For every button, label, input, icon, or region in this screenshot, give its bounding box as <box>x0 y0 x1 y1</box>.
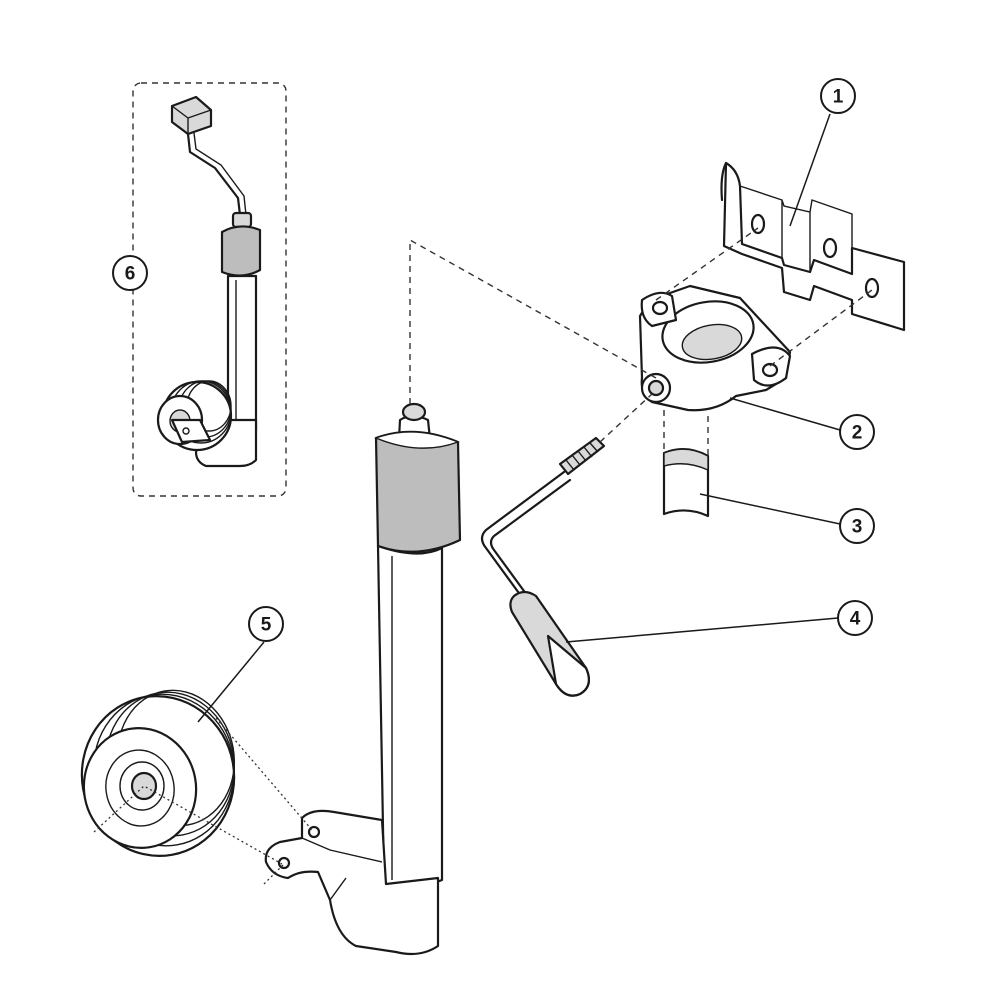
drawbar-frame-bracket <box>720 161 906 332</box>
callout-6: 6 <box>112 255 148 291</box>
callout-4: 4 <box>837 600 873 636</box>
callout-4-label: 4 <box>850 609 861 630</box>
leg-inner-tube <box>376 544 444 889</box>
callout-3-label: 3 <box>852 517 863 538</box>
callout-5-label: 5 <box>261 615 272 636</box>
callout-5: 5 <box>248 606 284 642</box>
inset-handle-knob <box>170 95 213 136</box>
callout-6-label: 6 <box>125 264 136 285</box>
leg-fork-foot <box>264 809 440 956</box>
callout-3: 3 <box>839 508 875 544</box>
inset-lower-tube <box>226 274 258 432</box>
jockey-wheel-clamp <box>638 284 792 412</box>
jockey-wheel <box>80 689 236 857</box>
leg-outer-tube <box>374 430 462 553</box>
callout-2-label: 2 <box>852 423 863 444</box>
inset-crank-rod <box>186 132 242 217</box>
frame-bolt-hole-center <box>822 237 838 259</box>
callout-1-label: 1 <box>833 87 844 108</box>
callout-leaders <box>197 113 841 723</box>
jockey-wheel-leg <box>264 402 462 956</box>
fork-axle-hole-lower <box>277 856 291 870</box>
assembly-lines <box>93 227 873 885</box>
frame-bolt-hole-right <box>864 277 880 299</box>
callout-1: 1 <box>820 78 856 114</box>
inset-upper-tube <box>220 225 262 277</box>
clamp-handle-screw <box>480 436 606 697</box>
clamp-liner <box>662 448 710 518</box>
assembled-jockey-wheel-inset <box>132 82 287 497</box>
wheel-hub <box>130 771 158 801</box>
frame-bolt-hole-left <box>750 213 766 235</box>
callout-2: 2 <box>839 414 875 450</box>
